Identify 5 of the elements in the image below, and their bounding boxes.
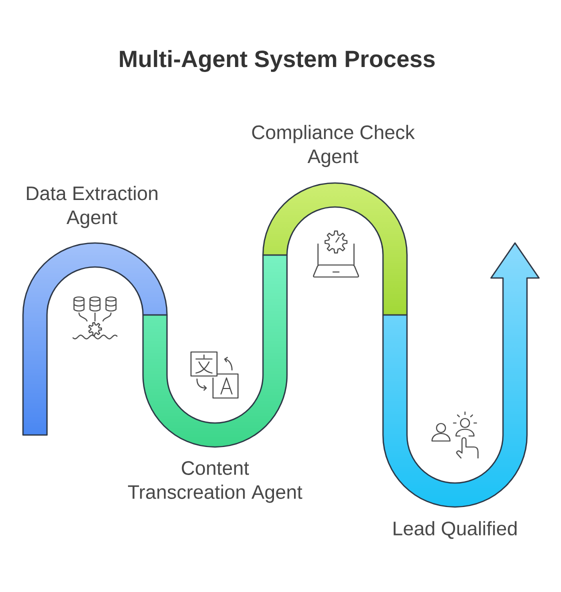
title: Multi-Agent System Process (120, 50, 435, 72)
step-label: Compliance Check Agent (252, 124, 415, 168)
step-label: Lead Qualified (394, 521, 517, 539)
step-label: Data Extraction Agent (26, 186, 158, 228)
step-label: Content Transcreation Agent (128, 461, 302, 503)
